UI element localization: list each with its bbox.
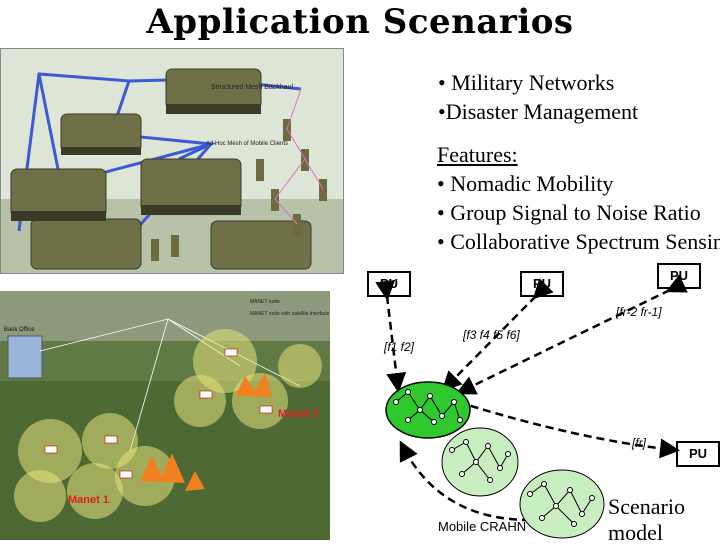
freq-label: [fr] [632, 436, 646, 450]
crahn-cluster [519, 469, 605, 539]
scenario-diagram [375, 274, 688, 539]
manet-2-label: Manet 2 [278, 408, 319, 420]
disaster-management-image: MANET node MANET node with satellite int… [0, 291, 330, 540]
crahn-cluster [385, 381, 471, 439]
feature-item: • Nomadic Mobility [437, 171, 614, 196]
slide-title: Application Scenarios [146, 2, 574, 42]
legend-manet: MANET node [250, 299, 280, 305]
features-block: Features: • Nomadic Mobility • Group Sig… [437, 140, 720, 256]
bullet-military: • Military Networks [438, 70, 615, 95]
legend-satellite: MANET node with satellite interface [250, 311, 329, 317]
bullet-list: • Military Networks •Disaster Management [438, 68, 638, 126]
mobile-crahn-label: Mobile CRAHN [438, 519, 527, 534]
crahn-cluster [441, 427, 519, 497]
military-illustration: Structured Mesh Backhaul Ad Hoc Mesh of … [1, 49, 343, 273]
freq-label: [f3 f4 f5 f6] [463, 328, 520, 342]
disaster-illustration: MANET node MANET node with satellite int… [0, 291, 330, 540]
feature-item: • Collaborative Spectrum Sensing [437, 229, 720, 254]
mesh-caption: Ad Hoc Mesh of Mobile Clients [206, 141, 288, 147]
backhaul-caption: Structured Mesh Backhaul [211, 84, 294, 91]
freq-label: [f1 f2] [384, 340, 415, 354]
military-network-image: Structured Mesh Backhaul Ad Hoc Mesh of … [0, 48, 344, 274]
bullet-disaster: •Disaster Management [438, 99, 639, 124]
freq-label: [fr-2 fr-1] [616, 305, 662, 319]
scenario-label: Scenario model [608, 494, 685, 545]
feature-item: • Group Signal to Noise Ratio [437, 200, 701, 225]
back-office-label: Back Office [4, 327, 35, 333]
manet-1-label: Manet 1 [68, 494, 109, 506]
features-heading: Features: [437, 142, 518, 167]
